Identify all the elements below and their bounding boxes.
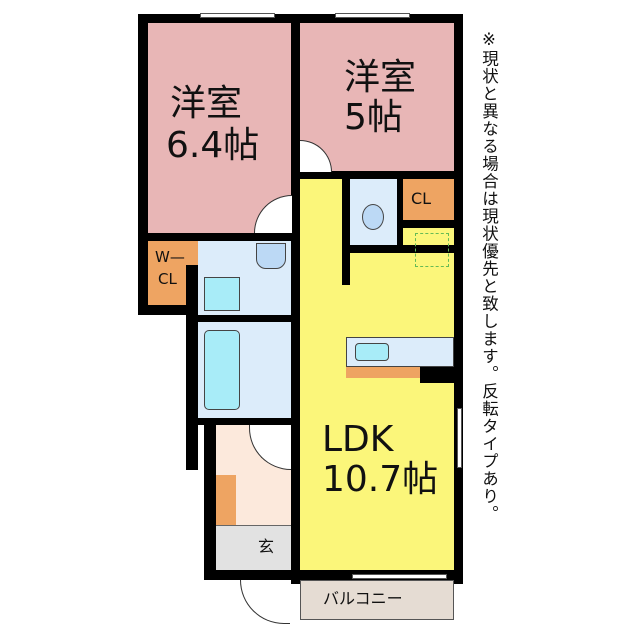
sink-icon — [355, 343, 389, 361]
wall — [204, 420, 216, 580]
wcl-label: CL — [158, 270, 177, 288]
top-wall — [138, 14, 462, 23]
room-name: LDK — [322, 419, 394, 460]
window — [457, 408, 462, 468]
room-name: 洋室 — [344, 57, 417, 98]
room-size: 5帖 — [344, 97, 403, 138]
wall — [342, 245, 454, 253]
bathtub-icon — [204, 330, 240, 410]
western-room-1: 洋室 6.4帖 — [148, 23, 291, 233]
wall — [186, 233, 198, 470]
closet: CL — [403, 179, 454, 220]
storage-hatch-icon — [415, 233, 449, 267]
shoe-cabinet — [216, 475, 236, 525]
wall — [148, 233, 298, 241]
right-wall — [454, 14, 463, 584]
walk-in-closet — [148, 241, 186, 305]
wall — [420, 367, 454, 383]
window — [335, 13, 410, 18]
closet-label: CL — [411, 189, 432, 208]
genkan: 玄 — [216, 525, 291, 570]
kitchen-cabinet — [346, 367, 420, 378]
window — [352, 574, 447, 579]
wall — [198, 418, 291, 425]
center-wall — [291, 14, 300, 584]
washing-machine-icon — [204, 277, 240, 311]
room-size: 6.4帖 — [166, 125, 260, 166]
wall — [342, 179, 350, 285]
room-size: 10.7帖 — [322, 459, 439, 500]
wall — [138, 305, 198, 315]
toilet-icon — [362, 204, 384, 230]
wall — [403, 220, 454, 228]
bathroom — [198, 322, 291, 418]
ldk-part — [410, 228, 454, 245]
wcl-label: W— — [155, 248, 185, 266]
disclaimer-note: ※現状と異なる場合は現状優先と致します。反転タイプあり。 — [479, 30, 499, 523]
window — [200, 13, 275, 18]
kitchen-counter — [346, 337, 454, 367]
toilet — [350, 179, 397, 245]
wall — [198, 315, 291, 322]
wall — [397, 179, 403, 249]
balcony-label: バルコニー — [323, 589, 403, 608]
entrance-door-swing — [240, 580, 290, 624]
washbasin-icon — [256, 243, 286, 269]
left-wall — [138, 14, 148, 314]
wall — [300, 171, 462, 179]
washroom — [198, 241, 291, 315]
balcony: バルコニー — [300, 580, 454, 620]
western-room-2: 洋室 5帖 — [300, 23, 454, 171]
genkan-label: 玄 — [258, 537, 275, 556]
bottom-wall — [204, 570, 462, 580]
room-name: 洋室 — [170, 83, 243, 124]
